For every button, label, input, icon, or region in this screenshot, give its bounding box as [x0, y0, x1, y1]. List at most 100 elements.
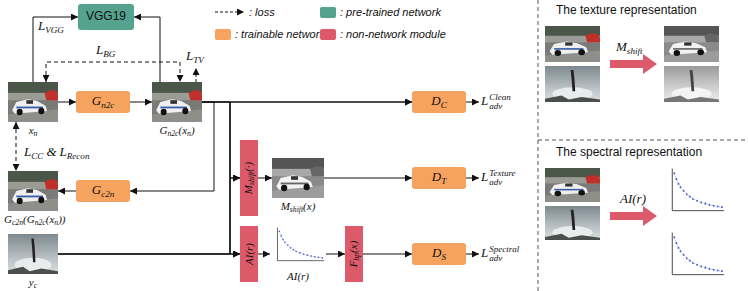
- photo-clean: [8, 234, 58, 274]
- flow-connector: [324, 178, 412, 179]
- panel-title: The texture representation: [556, 4, 697, 18]
- discriminator-box: DC: [412, 91, 466, 113]
- photo: [664, 66, 719, 102]
- panel-title: The spectral representation: [556, 146, 702, 160]
- subscript-text: c: [34, 281, 37, 290]
- subscript-text: c2n: [12, 218, 23, 227]
- subscript-text: VGG: [45, 25, 64, 35]
- image-caption: Gn2c(xn): [159, 124, 194, 140]
- math-text: M: [616, 39, 627, 54]
- math-text: G: [92, 182, 101, 197]
- photo-input: [8, 82, 58, 122]
- legend-swatch: [215, 29, 231, 40]
- box-label: Gc2n: [92, 183, 115, 199]
- subscript-text: CC: [31, 151, 43, 161]
- loss-label: LTV: [186, 49, 204, 65]
- loss-arrow: [466, 254, 479, 255]
- block-arrow: [610, 206, 657, 226]
- subscript-text: Recon: [67, 151, 90, 161]
- subscript-text: shift: [247, 172, 256, 185]
- image-caption: yc: [29, 276, 37, 291]
- flow-connector: [258, 178, 272, 179]
- loss-label: LVGG: [38, 19, 64, 35]
- spectrum-plot: [270, 224, 326, 268]
- photo: [545, 168, 600, 202]
- flow-connector: [363, 254, 412, 255]
- module-box: AI(r): [240, 226, 258, 282]
- subscript-text: n2c: [35, 218, 46, 227]
- legend-text: : loss: [249, 6, 275, 19]
- math-text: L: [96, 42, 103, 57]
- math-text: (x: [179, 124, 188, 136]
- panel-separator: [538, 140, 748, 141]
- math-text: ): [191, 124, 195, 136]
- math-text: (G: [23, 213, 35, 225]
- index-stack: advClean: [489, 93, 511, 111]
- math-text: (·): [242, 162, 254, 172]
- box-label: DC: [431, 94, 446, 110]
- legend-swatch: [320, 7, 336, 18]
- photo-reconstruction: [8, 171, 58, 211]
- photo: [545, 66, 600, 102]
- loss-connector: [46, 62, 180, 82]
- subscript-text: n2c: [101, 100, 114, 110]
- block-arrow: [610, 54, 657, 74]
- spectrum-plot: [664, 228, 726, 284]
- loss-label: AI(r): [620, 192, 646, 207]
- math-text: x: [29, 124, 34, 136]
- math-text: AI(r): [620, 191, 646, 206]
- superscript-text: Clean: [489, 93, 511, 102]
- flow-connector: [58, 178, 240, 254]
- generator-box: Gc2n: [76, 180, 130, 202]
- subscript-text: S: [441, 252, 446, 262]
- legend-line-sample: [215, 12, 244, 13]
- math-text: G: [159, 124, 167, 136]
- rotated-label: Fhp(x): [347, 241, 362, 268]
- math-text: L: [481, 93, 488, 108]
- math-text: (x): [347, 241, 359, 253]
- photo: [545, 206, 600, 240]
- loss-arrow: [466, 102, 479, 103]
- subscript-text: adv: [489, 102, 511, 111]
- legend-text: : non-network module: [340, 28, 446, 41]
- math-text: L: [38, 18, 45, 33]
- subscript-text: c2n: [101, 189, 114, 199]
- loss-label: Mshift: [616, 40, 643, 56]
- plot-node: AI(r): [270, 224, 326, 268]
- subscript-text: n: [34, 129, 38, 138]
- module-box: Mshift(·): [240, 140, 258, 216]
- math-text: The spectral representation: [556, 145, 702, 159]
- math-text: L: [481, 245, 488, 260]
- legend-swatch: [320, 29, 336, 40]
- math-text: M: [242, 185, 254, 194]
- image-node: Gn2c(xn): [152, 82, 202, 122]
- image-caption: Mshift(x): [281, 200, 316, 216]
- index-stack: advTexture: [489, 169, 515, 187]
- module-box: Fhp(x): [345, 226, 363, 282]
- image-caption: xn: [29, 124, 38, 140]
- flow-connector: [130, 102, 152, 103]
- flow-connector: [33, 17, 78, 82]
- photo-texture: [272, 158, 324, 198]
- superscript-text: Texture: [489, 169, 515, 178]
- subscript-text: n2c: [167, 129, 178, 138]
- subscript-text: hp: [352, 253, 361, 261]
- discriminator-box: DS: [412, 243, 466, 265]
- math-text: L: [186, 48, 193, 63]
- subscript-text: T: [441, 176, 446, 186]
- image-node: yc: [8, 234, 58, 274]
- legend-text: : trainable network: [235, 28, 325, 41]
- spectrum-plot: [664, 164, 726, 220]
- generator-box: Gn2c: [76, 91, 130, 113]
- math-text: M: [281, 200, 290, 212]
- math-text: F: [347, 261, 359, 268]
- subscript-text: adv: [489, 178, 515, 187]
- math-text: L: [24, 144, 31, 159]
- index-stack: advSpectral: [489, 245, 519, 263]
- box-label: Gn2c: [92, 94, 115, 110]
- flow-connector: [58, 191, 76, 192]
- flow-connector: [130, 102, 214, 191]
- loss-connector: [16, 122, 17, 171]
- subscript-text: shift: [290, 205, 303, 214]
